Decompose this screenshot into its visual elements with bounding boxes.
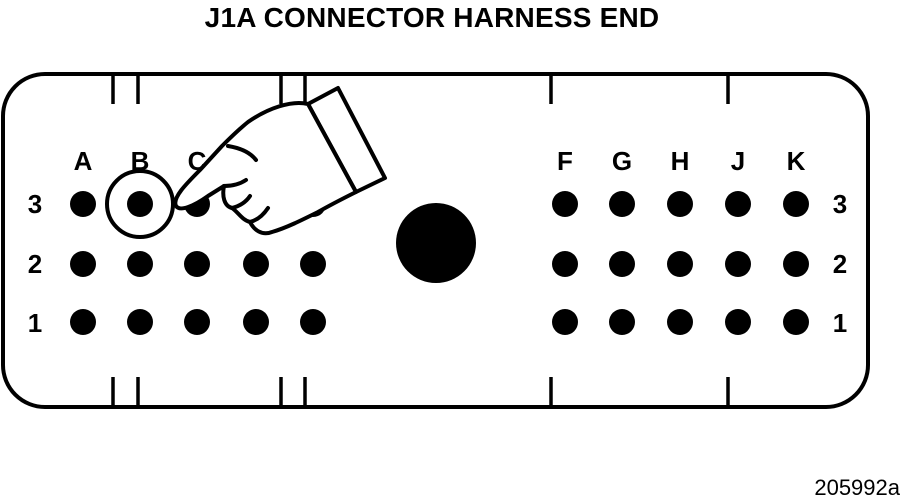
pin-e2 — [300, 251, 326, 277]
pin-f3 — [552, 191, 578, 217]
pin-b3 — [127, 191, 153, 217]
connector-housing — [1, 72, 870, 409]
column-label-b: B — [131, 146, 150, 176]
pin-k2 — [783, 251, 809, 277]
right-column-labels: F G H J K — [557, 146, 806, 176]
keying-marks-bottom — [111, 377, 730, 407]
pin-j2 — [725, 251, 751, 277]
pin-j1 — [725, 309, 751, 335]
pin-b1 — [127, 309, 153, 335]
pin-d2 — [243, 251, 269, 277]
pin-a2 — [70, 251, 96, 277]
right-row-labels: 3 2 1 — [833, 189, 847, 338]
row-label-right-2: 2 — [833, 249, 847, 279]
pin-b2 — [127, 251, 153, 277]
figure-id: 205992a — [814, 475, 900, 500]
row-label-right-3: 3 — [833, 189, 847, 219]
pin-g1 — [609, 309, 635, 335]
column-label-a: A — [74, 146, 93, 176]
column-label-g: G — [612, 146, 632, 176]
pin-g2 — [609, 251, 635, 277]
row-label-left-1: 1 — [28, 308, 42, 338]
pin-j3 — [725, 191, 751, 217]
pin-k1 — [783, 309, 809, 335]
left-row-labels: 3 2 1 — [28, 189, 42, 338]
pin-d1 — [243, 309, 269, 335]
row-label-right-1: 1 — [833, 308, 847, 338]
keying-marks-top — [111, 74, 730, 104]
pin-a1 — [70, 309, 96, 335]
center-post — [396, 203, 476, 283]
right-pin-grid — [552, 191, 809, 335]
column-label-f: F — [557, 146, 573, 176]
pin-h1 — [667, 309, 693, 335]
column-label-j: J — [731, 146, 745, 176]
highlight-ring — [105, 169, 175, 239]
row-label-left-2: 2 — [28, 249, 42, 279]
pin-e1 — [300, 309, 326, 335]
pin-c2 — [184, 251, 210, 277]
column-label-k: K — [787, 146, 806, 176]
pin-f1 — [552, 309, 578, 335]
pin-f2 — [552, 251, 578, 277]
pin-h2 — [667, 251, 693, 277]
pin-g3 — [609, 191, 635, 217]
pointing-hand-icon — [173, 86, 387, 236]
pin-a3 — [70, 191, 96, 217]
column-label-h: H — [671, 146, 690, 176]
pin-c1 — [184, 309, 210, 335]
pin-h3 — [667, 191, 693, 217]
diagram-title: J1A CONNECTOR HARNESS END — [204, 2, 660, 33]
row-label-left-3: 3 — [28, 189, 42, 219]
pin-k3 — [783, 191, 809, 217]
